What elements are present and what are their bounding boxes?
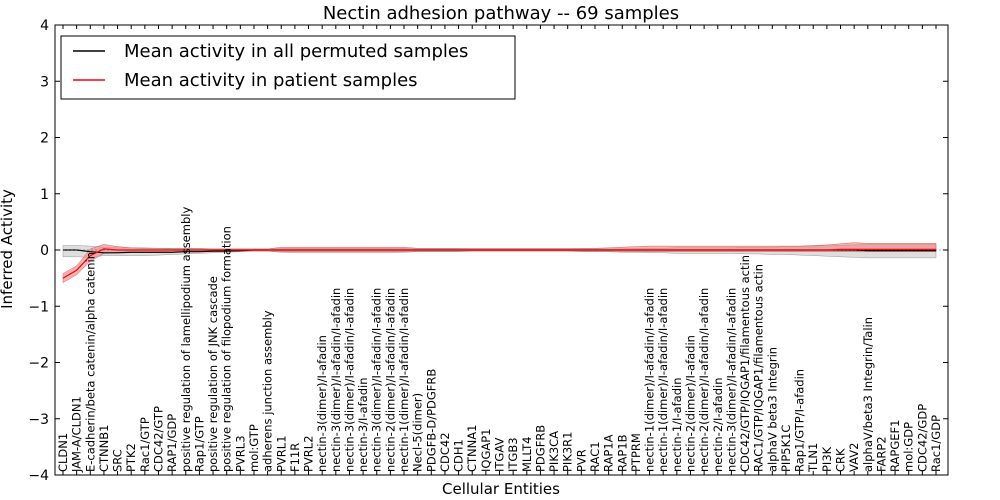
y-tick-label: −4 (28, 468, 49, 484)
x-tick-label: CDC42/GTP (151, 406, 165, 472)
x-tick-label: CDC42 (438, 432, 452, 472)
x-tick-label: E-cadherin/beta catenin/alpha catenin (83, 252, 97, 472)
x-tick-label: RAC1/GTP/IQGAP1/filamentous actin (752, 264, 766, 472)
x-tick-label: PVRL3 (233, 435, 247, 472)
x-tick-label: CDC42/GDP (915, 404, 929, 472)
confidence-bands (62, 242, 937, 284)
y-tick-label: −1 (28, 299, 49, 315)
x-tick-label: mol:GDP (902, 422, 916, 472)
x-tick-label: nectin-1(dimer)/I-afadin/I-afadin (643, 288, 657, 472)
y-tick-label: 3 (40, 74, 49, 90)
x-tick-label: ITGB3 (506, 437, 520, 472)
x-tick-label: nectin-3(dimer)/I-afadin/I-afadin (329, 288, 343, 472)
x-tick-label: nectin-2(dimer)/I-afadin/I-afadin (383, 288, 397, 472)
x-tick-label: nectin-2/I-afadin (711, 378, 725, 473)
x-tick-label: positive regulation of lamellipodium ass… (179, 207, 193, 472)
x-tick-label: FARP2 (874, 436, 888, 472)
y-tick-label: −3 (28, 412, 49, 428)
x-tick-label: adherens junction assembly (261, 310, 275, 472)
x-tick-label: CRK (834, 448, 848, 472)
x-tick-label: JAM-A/CLDN1 (70, 396, 84, 473)
x-tick-label: MLLT4 (520, 437, 534, 473)
x-tick-label: PTK2 (124, 443, 138, 472)
x-tick-label: F11R (288, 443, 302, 472)
x-tick-label: Necl-5(dimer) (411, 393, 425, 472)
x-tick-label: PVR (574, 449, 588, 472)
x-tick-label: RAPGEF1 (888, 420, 902, 472)
x-tick-label: PIK3R1 (561, 432, 575, 473)
x-tick-label: CTNNA1 (465, 425, 479, 472)
x-tick-label: ITGAV (493, 438, 507, 472)
series-lines (55, 248, 948, 279)
series-band-1 (62, 242, 937, 284)
legend: Mean activity in all permuted samplesMea… (60, 35, 516, 100)
legend-box (60, 35, 516, 100)
x-tick-label: Rap1/GTP (192, 416, 206, 472)
x-tick-label: PVRL1 (274, 435, 288, 472)
y-tick-label: 4 (40, 18, 49, 34)
x-tick-label: RAC1 (588, 441, 602, 472)
x-tick-label: positive regulation of JNK cascade (206, 276, 220, 472)
x-tick-label: CDH1 (452, 439, 466, 472)
x-tick-label: PVRL2 (302, 435, 316, 472)
x-tick-label: CDC42/GTP/IQGAP1/filamentous actin (738, 255, 752, 472)
x-tick-label: nectin-2(dimer)/I-afadin/I-afadin (697, 288, 711, 472)
x-tick-label: nectin-3(dimer)/I-afadin (315, 335, 329, 472)
y-axis-label: Inferred Activity (0, 189, 16, 309)
x-tick-label: CLDN1 (56, 433, 70, 472)
legend-label: Mean activity in patient samples (124, 70, 418, 91)
x-tick-label: PTPRM (629, 433, 643, 472)
x-tick-label: nectin-1(dimer)/I-afadin/I-afadin (397, 288, 411, 472)
y-tick-label: 2 (40, 131, 49, 147)
x-tick-label: RAP1/GDP (165, 414, 179, 472)
x-tick-label: RAP1A (602, 434, 616, 472)
x-tick-label: nectin-2(dimer)/I-afadin (683, 335, 697, 472)
x-tick-label: nectin-3/I-afadin (356, 378, 370, 473)
y-tick-label: −2 (28, 356, 49, 372)
x-tick-label: nectin-1/I-afadin (670, 378, 684, 473)
x-tick-label: Rac1/GDP (929, 415, 943, 472)
x-tick-label: TLN1 (806, 443, 820, 473)
x-tick-label: PDGFRB (533, 425, 547, 472)
x-tick-label: alphaV beta3 Integrin (765, 347, 779, 472)
x-tick-label: nectin-3(dimer)/I-afadin/I-afadin (724, 288, 738, 472)
x-tick-label: PDGFB-D/PDGFRB (424, 369, 438, 472)
legend-label: Mean activity in all permuted samples (124, 41, 468, 62)
x-tick-label: PIK3CA (547, 431, 561, 472)
x-tick-label: IQGAP1 (479, 429, 493, 472)
x-tick-label: alphaV/beta3 Integrin/Talin (861, 317, 875, 472)
x-tick-label: positive regulation of filopodium format… (220, 226, 234, 472)
y-tick-label: 0 (40, 243, 49, 259)
x-tick-label: PI3K (820, 446, 834, 472)
x-tick-label: RAP1B (615, 434, 629, 472)
x-tick-label: VAV2 (847, 443, 861, 472)
x-axis-label: Cellular Entities (442, 480, 560, 498)
x-tick-label: Rac1/GTP (138, 417, 152, 472)
x-tick-label: Rap1/GTP/I-afadin (793, 369, 807, 472)
x-tick-label: PIP5K1C (779, 425, 793, 472)
x-tick-label: SRC (111, 449, 125, 472)
y-tick-label: 1 (40, 187, 49, 203)
x-tick-label: CTNNB1 (97, 425, 111, 472)
x-tick-label: nectin-1(dimer)/I-afadin/I-afadin (656, 288, 670, 472)
x-tick-label: mol:GTP (247, 424, 261, 472)
chart-title: Nectin adhesion pathway -- 69 samples (323, 3, 679, 24)
x-tick-label: nectin-3(dimer)/I-afadin/I-afadin (342, 288, 356, 472)
axes: −4 −3 −2 −1 0 1 2 3 4 (28, 18, 949, 484)
x-tick-label: nectin-3(dimer)/I-afadin/I-afadin (370, 288, 384, 472)
